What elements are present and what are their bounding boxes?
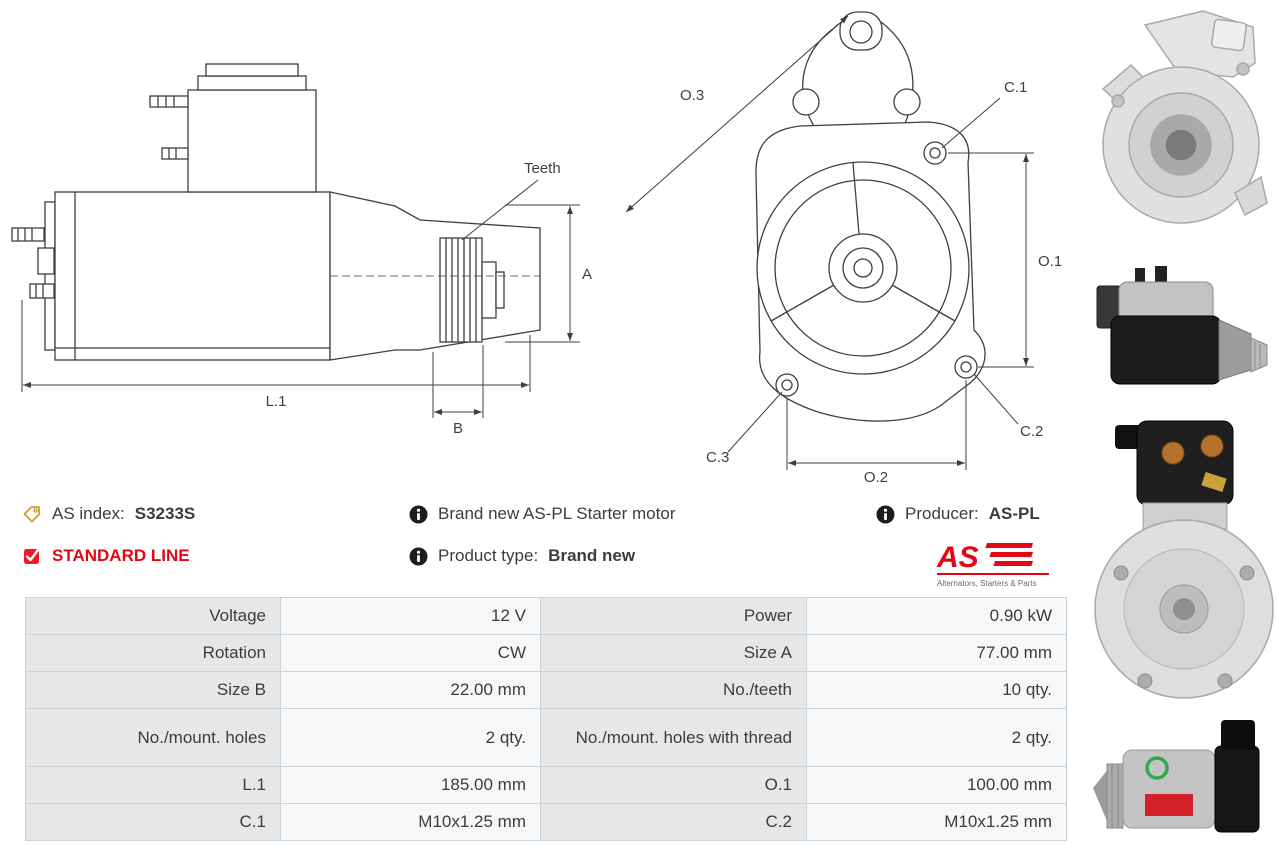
spec-label: Rotation xyxy=(25,634,281,672)
pinion-gear xyxy=(439,237,483,343)
spec-row: Size B 22.00 mm No./teeth 10 qty. xyxy=(25,671,1067,709)
motor-face xyxy=(756,161,970,375)
spec-label: Size A xyxy=(540,634,807,672)
side-view-diagram: Teeth A L.1 B xyxy=(0,0,610,492)
side-dimension-lines xyxy=(21,179,580,418)
product-photo-3 xyxy=(1085,415,1279,705)
dim-label-b: B xyxy=(453,420,463,437)
dim-label-c3: C.3 xyxy=(706,449,729,466)
product-photo-1 xyxy=(1085,5,1279,250)
spec-value: 77.00 mm xyxy=(806,634,1067,672)
front-view-drawing: O.3 C.1 O.1 C.2 C.3 O.2 xyxy=(625,11,1062,486)
spec-table: Voltage 12 V Power 0.90 kW Rotation CW S… xyxy=(25,597,1067,841)
producer-label: Producer: xyxy=(905,504,979,523)
side-view-drawing: Teeth A L.1 B xyxy=(11,63,592,437)
as-pl-logo-text: AS xyxy=(936,541,979,574)
spec-value: CW xyxy=(280,634,541,672)
standard-line-row: STANDARD LINE xyxy=(22,545,392,567)
dim-label-o2: O.2 xyxy=(864,469,888,486)
product-photo-4 xyxy=(1085,710,1279,860)
spec-row: L.1 185.00 mm O.1 100.00 mm xyxy=(25,766,1067,804)
spec-row: Rotation CW Size A 77.00 mm xyxy=(25,634,1067,672)
spec-label: No./mount. holes with thread xyxy=(540,708,807,767)
tag-icon xyxy=(22,504,42,524)
brand-new-text: Brand new AS-PL Starter motor xyxy=(438,504,676,523)
spec-value: M10x1.25 mm xyxy=(806,803,1067,841)
spec-label: O.1 xyxy=(540,766,807,804)
info-column-middle: Brand new AS-PL Starter motor Product ty… xyxy=(408,503,838,587)
spec-label: C.1 xyxy=(25,803,281,841)
starter-photo-face-icon xyxy=(1094,420,1274,699)
spec-label: Voltage xyxy=(25,597,281,635)
product-type-row: Product type: Brand new xyxy=(408,545,838,567)
mounting-holes xyxy=(775,141,978,397)
spec-label: No./mount. holes xyxy=(25,708,281,767)
spec-value: 185.00 mm xyxy=(280,766,541,804)
spec-label: Size B xyxy=(25,671,281,709)
info-column-left: AS index: S3233S STANDARD LINE xyxy=(22,503,392,587)
motor-body xyxy=(11,191,331,361)
producer-value: AS-PL xyxy=(988,504,1040,523)
brand-new-row: Brand new AS-PL Starter motor xyxy=(408,503,838,525)
spec-value: 100.00 mm xyxy=(806,766,1067,804)
dim-label-o3: O.3 xyxy=(680,87,704,104)
dim-label-teeth: Teeth xyxy=(524,160,561,177)
as-pl-logo-tagline: Alternators, Starters & Parts xyxy=(937,579,1037,588)
spec-row: C.1 M10x1.25 mm C.2 M10x1.25 mm xyxy=(25,803,1067,841)
producer-row: Producer: AS-PL xyxy=(875,503,1095,525)
spec-label: C.2 xyxy=(540,803,807,841)
solenoid xyxy=(149,63,317,193)
spec-row: Voltage 12 V Power 0.90 kW xyxy=(25,597,1067,635)
front-solenoid-outline xyxy=(792,11,921,129)
starter-photo-label-icon xyxy=(1093,720,1260,833)
product-type-value: Brand new xyxy=(548,546,636,565)
as-index-value: S3233S xyxy=(134,504,196,523)
spec-value: M10x1.25 mm xyxy=(280,803,541,841)
product-photos-column xyxy=(1085,0,1279,860)
as-pl-logo: AS Alternators, Starters & Parts xyxy=(935,539,1095,598)
starter-photo-black-icon xyxy=(1096,266,1268,385)
dim-label-a: A xyxy=(582,266,592,283)
info-icon xyxy=(408,504,428,524)
front-view-diagram: O.3 C.1 O.1 C.2 C.3 O.2 xyxy=(610,0,1080,492)
dim-label-c1: C.1 xyxy=(1004,79,1027,96)
spec-value: 22.00 mm xyxy=(280,671,541,709)
spec-table-container: Voltage 12 V Power 0.90 kW Rotation CW S… xyxy=(25,597,1067,841)
product-photo-2 xyxy=(1085,258,1279,408)
spec-row: No./mount. holes 2 qty. No./mount. holes… xyxy=(25,708,1067,767)
as-index-row: AS index: S3233S xyxy=(22,503,392,525)
dim-label-o1: O.1 xyxy=(1038,253,1062,270)
dim-label-l1: L.1 xyxy=(266,393,287,410)
checkbox-checked-icon xyxy=(22,546,42,566)
spec-label: L.1 xyxy=(25,766,281,804)
spec-value: 2 qty. xyxy=(806,708,1067,767)
spec-label: Power xyxy=(540,597,807,635)
spec-value: 2 qty. xyxy=(280,708,541,767)
drive-end-housing xyxy=(329,191,541,361)
front-dimension-lines xyxy=(625,15,1034,470)
standard-line-label: STANDARD LINE xyxy=(52,546,190,565)
spec-label: No./teeth xyxy=(540,671,807,709)
info-icon xyxy=(408,546,428,566)
spec-value: 12 V xyxy=(280,597,541,635)
spec-value: 0.90 kW xyxy=(806,597,1067,635)
as-index-label: AS index: xyxy=(52,504,125,523)
starter-photo-grey-icon xyxy=(1101,10,1268,224)
info-column-right: Producer: AS-PL AS Alternators, Starters… xyxy=(875,503,1095,598)
dim-label-c2: C.2 xyxy=(1020,423,1043,440)
info-icon xyxy=(875,504,895,524)
product-type-label: Product type: xyxy=(438,546,539,565)
spec-value: 10 qty. xyxy=(806,671,1067,709)
